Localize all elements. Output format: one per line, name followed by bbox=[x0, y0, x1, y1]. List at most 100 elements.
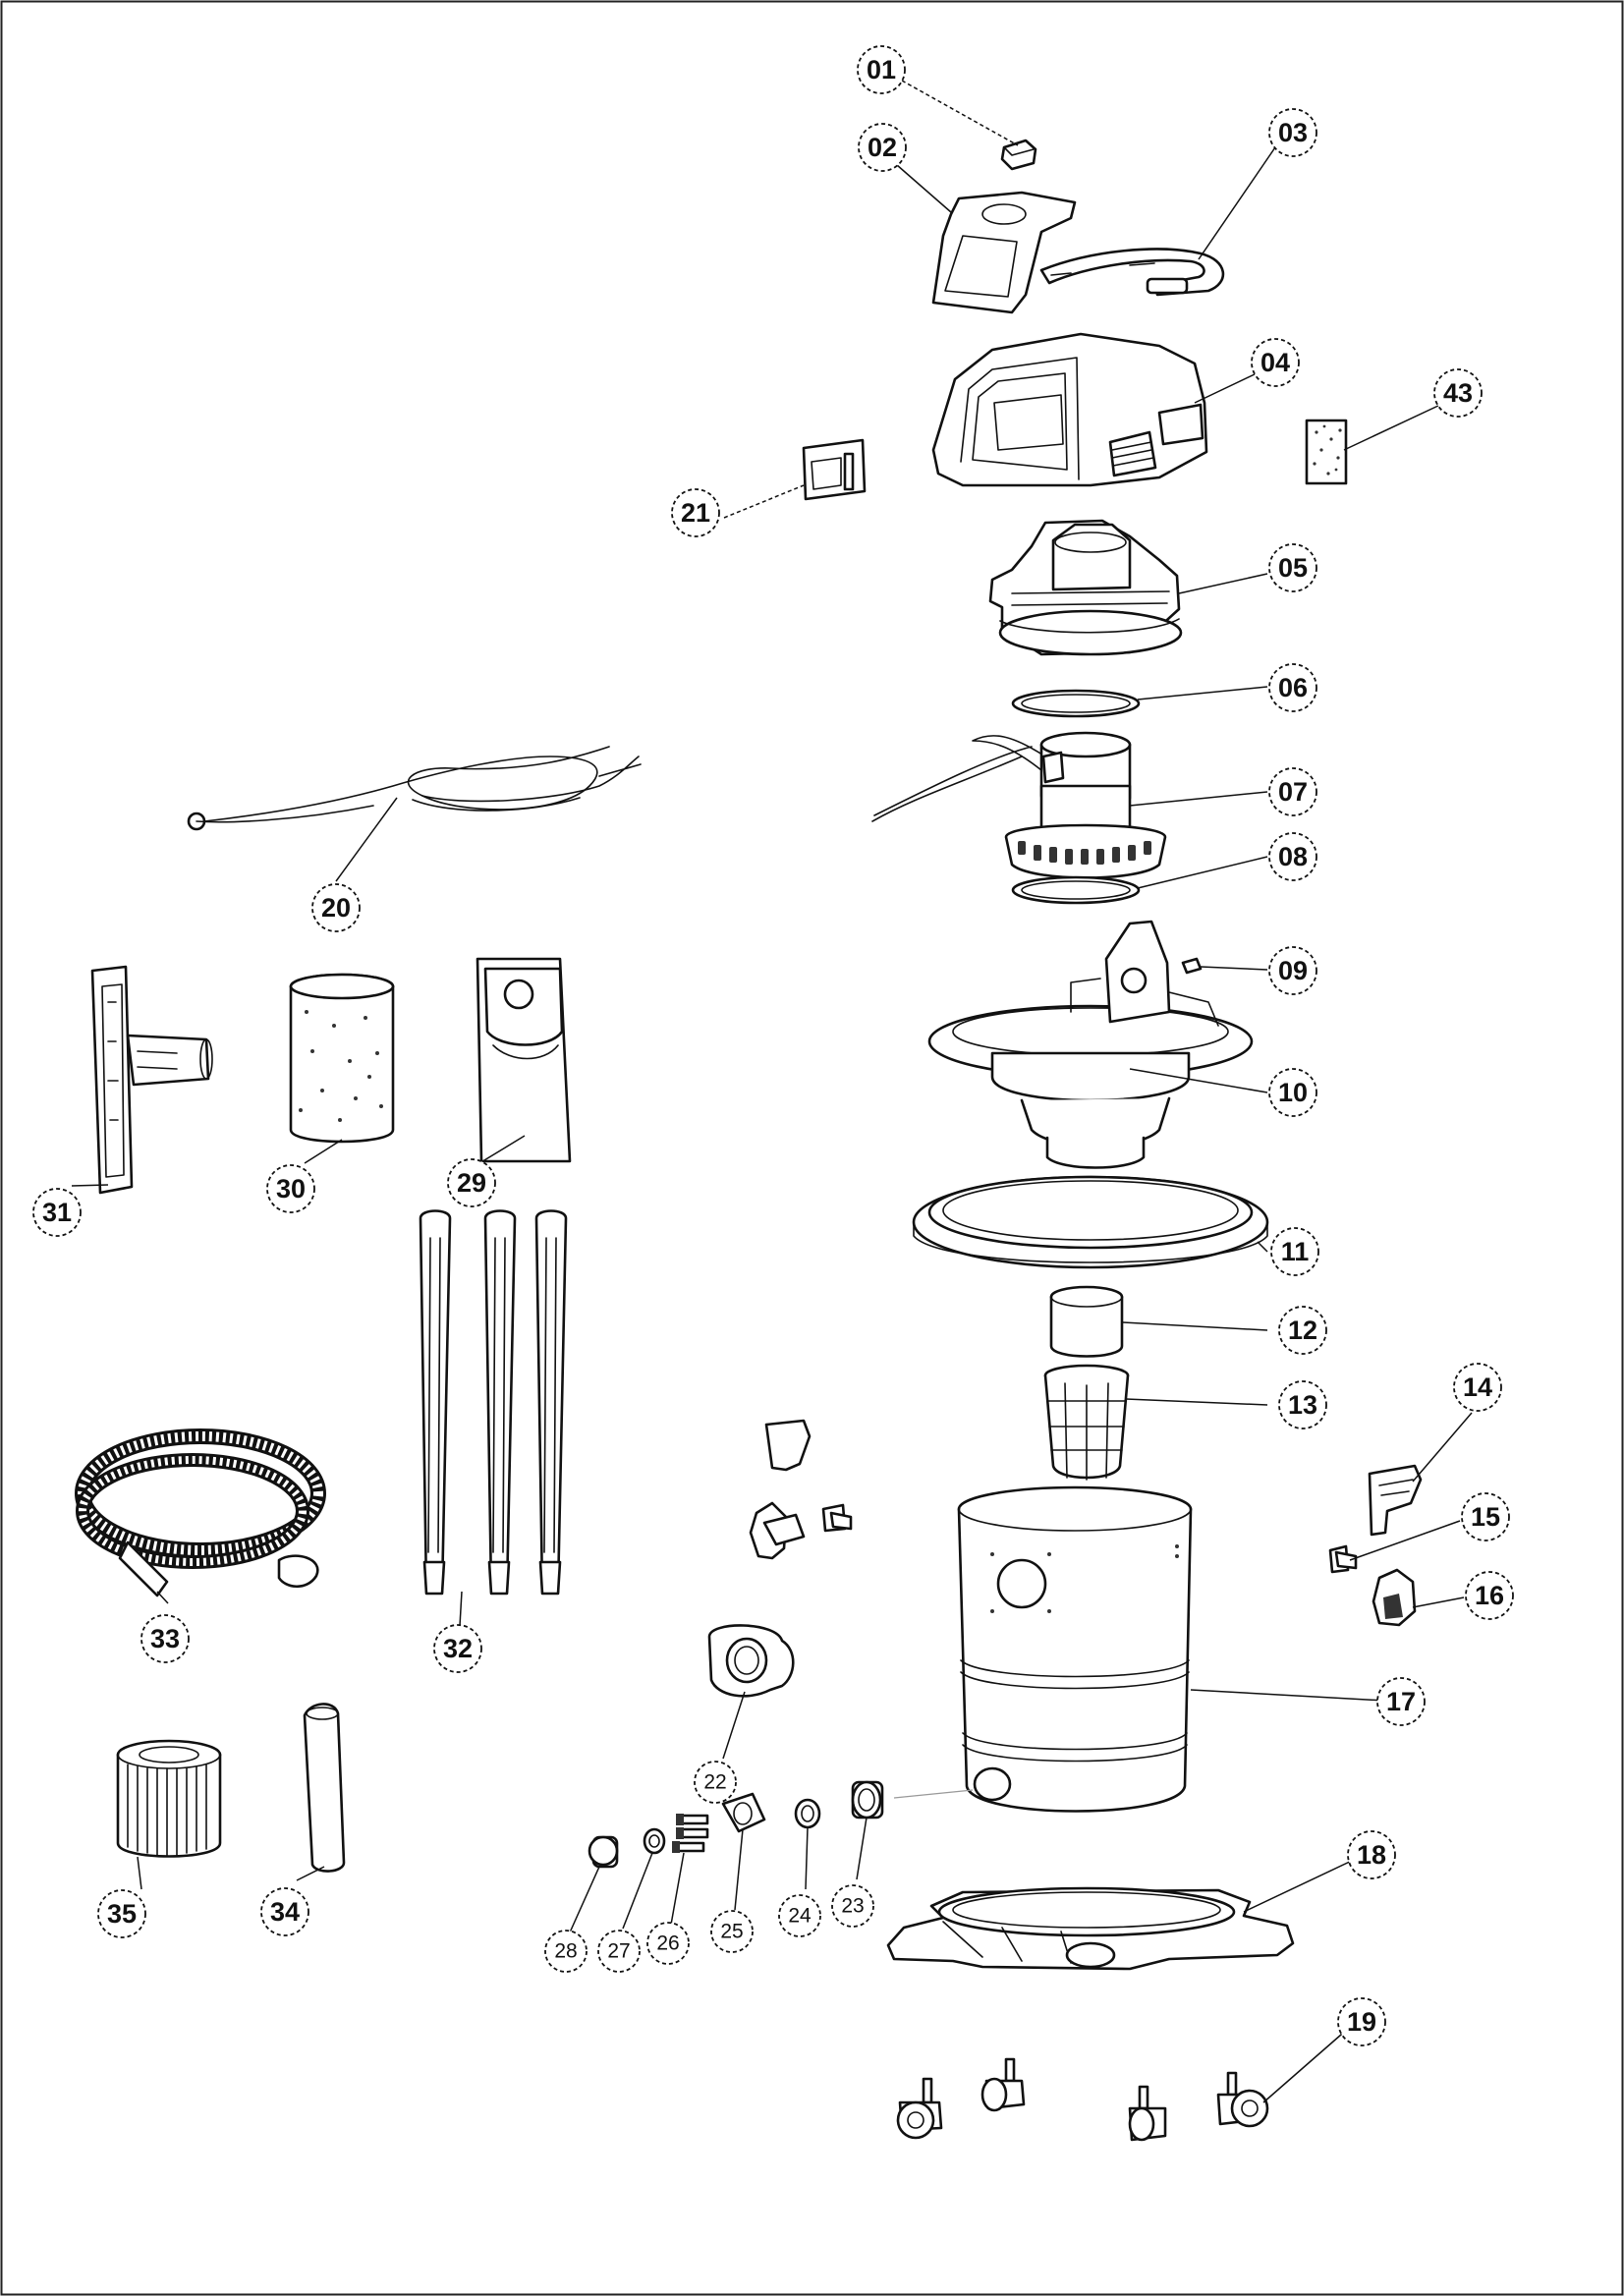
callout-01: 01 bbox=[857, 45, 906, 94]
callout-12: 12 bbox=[1278, 1306, 1327, 1355]
callout-03: 03 bbox=[1268, 108, 1317, 157]
callout-24: 24 bbox=[778, 1894, 821, 1937]
part-23-outlet-fitting bbox=[851, 1780, 884, 1820]
callout-31: 31 bbox=[32, 1188, 82, 1237]
callout-11: 11 bbox=[1270, 1227, 1319, 1276]
part-33-hose bbox=[75, 1428, 326, 1597]
callout-27: 27 bbox=[597, 1930, 641, 1973]
svg-text:21: 21 bbox=[681, 498, 710, 528]
part-16-latch-bracket bbox=[1372, 1568, 1417, 1627]
callout-16: 16 bbox=[1465, 1571, 1514, 1620]
callouts: 01 02 03 04 43 21 05 06 07 08 09 10 11 1… bbox=[32, 45, 1514, 2046]
callout-23: 23 bbox=[831, 1884, 874, 1928]
callout-32: 32 bbox=[433, 1624, 482, 1673]
part-28-cap bbox=[588, 1835, 619, 1869]
part-14-latch bbox=[1368, 1464, 1423, 1537]
part-26-screws bbox=[672, 1814, 709, 1853]
part-29-dust-bag bbox=[476, 957, 572, 1163]
svg-text:20: 20 bbox=[321, 893, 351, 923]
part-19-caster-wheels bbox=[896, 2057, 1269, 2142]
svg-text:10: 10 bbox=[1278, 1078, 1308, 1107]
svg-text:09: 09 bbox=[1278, 956, 1308, 985]
part-27-washer bbox=[643, 1827, 666, 1855]
callout-43: 43 bbox=[1433, 368, 1483, 418]
svg-text:15: 15 bbox=[1471, 1502, 1500, 1532]
part-10-head-base bbox=[927, 920, 1254, 1169]
part-06-gasket-ring bbox=[1011, 689, 1141, 718]
callout-15: 15 bbox=[1461, 1492, 1510, 1541]
svg-text:06: 06 bbox=[1278, 673, 1308, 702]
svg-text:25: 25 bbox=[720, 1921, 743, 1943]
callout-21: 21 bbox=[671, 488, 720, 537]
part-left-latch-set bbox=[749, 1419, 853, 1560]
part-07-motor bbox=[871, 731, 1167, 879]
svg-text:19: 19 bbox=[1347, 2007, 1376, 2037]
svg-text:24: 24 bbox=[788, 1905, 812, 1928]
part-30-foam-filter bbox=[289, 973, 395, 1144]
part-17-container-drum bbox=[957, 1485, 1193, 1813]
svg-text:03: 03 bbox=[1278, 118, 1308, 147]
part-12-float-cup bbox=[1049, 1285, 1124, 1358]
svg-text:30: 30 bbox=[276, 1174, 306, 1204]
part-01-switch-button bbox=[1000, 139, 1037, 171]
callout-26: 26 bbox=[646, 1922, 690, 1965]
svg-text:33: 33 bbox=[150, 1624, 180, 1653]
svg-text:32: 32 bbox=[443, 1634, 473, 1663]
callout-22: 22 bbox=[694, 1761, 737, 1804]
callout-33: 33 bbox=[140, 1614, 190, 1663]
part-43-filter-pad bbox=[1305, 419, 1348, 485]
leader-lines bbox=[71, 80, 1473, 2103]
callout-30: 30 bbox=[266, 1164, 315, 1213]
part-18-base bbox=[886, 1886, 1295, 1971]
part-34-crevice-tool bbox=[303, 1703, 346, 1873]
svg-text:34: 34 bbox=[270, 1897, 300, 1927]
svg-text:26: 26 bbox=[656, 1932, 679, 1955]
svg-text:31: 31 bbox=[42, 1198, 72, 1227]
callout-13: 13 bbox=[1278, 1380, 1327, 1429]
svg-text:17: 17 bbox=[1386, 1687, 1416, 1716]
svg-text:28: 28 bbox=[554, 1940, 577, 1963]
callout-07: 07 bbox=[1268, 767, 1317, 816]
part-09-clip bbox=[1181, 957, 1203, 975]
part-08-seal-ring bbox=[1011, 875, 1141, 905]
part-35-cartridge-filter bbox=[116, 1739, 222, 1858]
part-04-motor-cover bbox=[931, 332, 1208, 487]
callout-10: 10 bbox=[1268, 1068, 1317, 1117]
part-03-carry-handle bbox=[1039, 248, 1225, 297]
part-32-extension-tubes bbox=[419, 1209, 568, 1596]
svg-text:16: 16 bbox=[1475, 1581, 1504, 1610]
svg-text:23: 23 bbox=[841, 1895, 864, 1918]
svg-text:13: 13 bbox=[1288, 1390, 1317, 1420]
svg-text:35: 35 bbox=[107, 1899, 137, 1929]
part-13-filter-cage bbox=[1043, 1364, 1130, 1481]
callout-06: 06 bbox=[1268, 663, 1317, 712]
svg-text:08: 08 bbox=[1278, 842, 1308, 871]
part-20-power-cord bbox=[187, 746, 642, 831]
svg-text:04: 04 bbox=[1260, 348, 1290, 377]
callout-04: 04 bbox=[1251, 338, 1300, 387]
callout-35: 35 bbox=[97, 1889, 146, 1938]
callout-09: 09 bbox=[1268, 946, 1317, 995]
callout-29: 29 bbox=[447, 1158, 496, 1207]
part-24-o-ring bbox=[794, 1798, 821, 1829]
callout-34: 34 bbox=[260, 1887, 309, 1936]
svg-text:22: 22 bbox=[703, 1771, 726, 1794]
callout-08: 08 bbox=[1268, 832, 1317, 881]
svg-text:07: 07 bbox=[1278, 777, 1308, 807]
svg-text:05: 05 bbox=[1278, 553, 1308, 583]
svg-text:11: 11 bbox=[1281, 1237, 1310, 1266]
part-22-hose-inlet bbox=[707, 1624, 795, 1698]
part-31-floor-nozzle bbox=[90, 965, 213, 1195]
svg-text:12: 12 bbox=[1288, 1316, 1317, 1345]
svg-text:14: 14 bbox=[1463, 1372, 1492, 1402]
part-25-flange bbox=[721, 1792, 766, 1833]
callout-02: 02 bbox=[858, 123, 907, 172]
part-05-motor-housing bbox=[988, 519, 1183, 656]
svg-text:18: 18 bbox=[1357, 1840, 1386, 1870]
callout-20: 20 bbox=[311, 883, 361, 932]
callout-05: 05 bbox=[1268, 543, 1317, 592]
part-11-locking-ring bbox=[912, 1175, 1269, 1269]
part-02-handle-cover bbox=[931, 191, 1077, 314]
